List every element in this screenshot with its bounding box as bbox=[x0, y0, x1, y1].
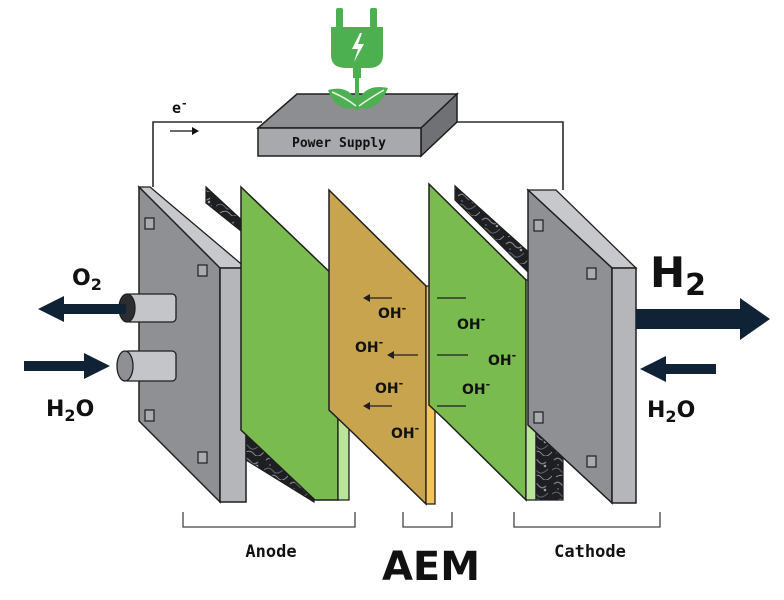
cathode-bracket bbox=[513, 512, 661, 528]
hydrogen-outflow: H2 bbox=[636, 248, 770, 340]
arrow-left-icon bbox=[640, 356, 716, 382]
arrow-right-icon bbox=[636, 298, 770, 340]
hydroxide-ion-label: OH- bbox=[375, 377, 403, 397]
electron-charge: - bbox=[181, 97, 188, 110]
svg-text:e-: e- bbox=[172, 97, 188, 117]
anode-label: Anode bbox=[245, 542, 296, 562]
hydroxide-ion-label: OH- bbox=[488, 349, 516, 369]
oxygen-label: O2 bbox=[72, 266, 102, 294]
membrane-bracket bbox=[402, 512, 453, 528]
circuit-wire-left bbox=[152, 121, 262, 187]
water-inlet-port-left bbox=[116, 350, 177, 382]
electron-symbol: e bbox=[172, 99, 181, 117]
plug-icon bbox=[331, 8, 383, 110]
arrow-right-icon bbox=[24, 353, 110, 379]
cathode-label: Cathode bbox=[554, 542, 626, 562]
cathode-electrode bbox=[428, 182, 537, 502]
arrow-left-icon bbox=[38, 296, 126, 322]
circuit-wire-right bbox=[454, 121, 564, 190]
arrow-right-icon bbox=[170, 127, 199, 135]
water-inflow-right: H2O bbox=[640, 356, 716, 426]
cathode-end-plate bbox=[526, 188, 638, 505]
hydrogen-label: H2 bbox=[650, 248, 706, 303]
leaf-icon bbox=[328, 87, 388, 109]
ion-flow-arrows bbox=[363, 294, 468, 410]
electron-flow: e- bbox=[170, 97, 199, 135]
hydroxide-ion-label: OH- bbox=[391, 422, 419, 442]
oxygen-outflow: O2 bbox=[38, 266, 126, 322]
anode-bracket bbox=[182, 512, 356, 528]
aem-label: AEM bbox=[382, 544, 480, 590]
water-label-left: H2O bbox=[46, 397, 94, 425]
power-supply-label: Power Supply bbox=[292, 136, 386, 151]
hydroxide-ions-anode-side: OH- OH- OH- OH- bbox=[355, 302, 419, 442]
hydroxide-ion-label: OH- bbox=[462, 378, 490, 398]
water-inflow-left: H2O bbox=[24, 353, 110, 425]
hydroxide-ions-cathode-side: OH- OH- OH- bbox=[457, 313, 516, 398]
hydroxide-ion-label: OH- bbox=[355, 336, 383, 356]
hydroxide-ion-label: OH- bbox=[457, 313, 485, 333]
oxygen-outlet-port bbox=[118, 293, 177, 323]
hydroxide-ion-label: OH- bbox=[378, 302, 406, 322]
anode-end-plate bbox=[137, 185, 248, 504]
water-label-right: H2O bbox=[647, 398, 695, 426]
power-supply: Power Supply bbox=[255, 92, 459, 158]
